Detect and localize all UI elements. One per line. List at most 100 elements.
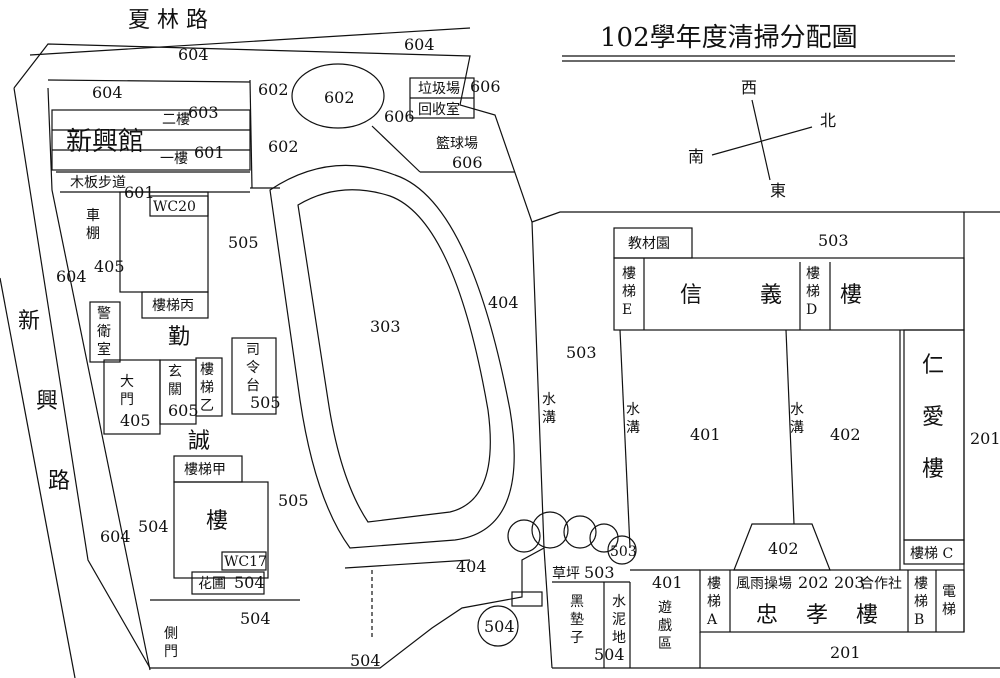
coop-label: 合作社 <box>860 576 902 592</box>
xinyi-2: 義 <box>760 283 782 308</box>
stair-e-2: 梯 <box>622 284 636 300</box>
xinxing-building <box>51 109 251 171</box>
guard-label-2: 衛 <box>97 324 111 340</box>
zone-401-b: 401 <box>652 573 683 592</box>
ditch2-2: 溝 <box>790 420 804 436</box>
inner-west-boundary <box>47 87 151 671</box>
zone-505-a: 505 <box>228 233 259 252</box>
zone-504-a: 504 <box>234 573 265 592</box>
stair-e-1: 樓 <box>622 266 636 282</box>
zhongxiao-3: 樓 <box>856 603 878 628</box>
zone-504-d: 504 <box>350 651 381 670</box>
stair-d-3: D <box>806 302 817 318</box>
elevator-1: 電 <box>942 584 956 600</box>
west-ditch-1: 水 <box>542 392 556 408</box>
zone-404-a: 404 <box>488 293 519 312</box>
zone-504-e: 504 <box>484 617 515 636</box>
zone-602-oval: 602 <box>324 88 355 107</box>
stair-yi-1: 樓 <box>200 362 214 378</box>
running-track-outer <box>269 164 515 549</box>
black-mat-3: 子 <box>570 630 584 646</box>
zone-401-a: 401 <box>690 425 721 444</box>
stair-yi-3: 乙 <box>200 398 214 414</box>
cement-3: 地 <box>612 630 626 646</box>
podium-label-1: 司 <box>246 342 260 358</box>
stair-a-2: 梯 <box>707 594 721 610</box>
zone-405-b: 405 <box>120 411 151 430</box>
zone-604-top: 604 <box>178 45 209 64</box>
circle-503 <box>607 535 637 565</box>
stair-jia-label: 樓梯甲 <box>184 462 226 478</box>
map-title: 102學年度清掃分配圖 <box>600 23 858 53</box>
compass-east: 東 <box>770 181 786 200</box>
west-boundary <box>13 43 545 669</box>
zhongxiao-1: 忠 <box>756 603 778 628</box>
gate-label-2: 門 <box>120 392 134 408</box>
street-left-1: 新 <box>18 309 40 334</box>
stair-d-2: 梯 <box>806 284 820 300</box>
zone-504-c: 504 <box>240 609 271 628</box>
floor1-label: 一樓 <box>160 151 188 167</box>
xinyi-1: 信 <box>680 283 702 308</box>
ditch1-1: 水 <box>626 402 640 418</box>
west-ditch-2: 溝 <box>542 410 556 426</box>
recycle-label: 回收室 <box>418 101 460 118</box>
black-mat-1: 黑 <box>570 594 584 610</box>
guard-label-1: 警 <box>97 306 111 322</box>
bush <box>563 515 597 549</box>
zone-605: 605 <box>168 401 199 420</box>
boardwalk-label: 木板步道 <box>70 175 126 191</box>
zone-503-d: 503 <box>584 563 615 582</box>
garden-label: 花圃 <box>198 576 226 592</box>
compass-north: 北 <box>820 111 836 130</box>
xinxing-label: 新興館 <box>66 127 144 157</box>
compass-south: 南 <box>688 147 704 166</box>
zone-201-a: 201 <box>970 429 1000 448</box>
wc20 <box>149 195 209 217</box>
zone-602-a: 602 <box>258 80 289 99</box>
zone-503-c: 503 <box>610 544 637 560</box>
zone-604-d: 604 <box>100 527 131 546</box>
qin-label: 勤 <box>168 325 190 350</box>
bush <box>589 523 619 553</box>
stair-b-1: 樓 <box>914 576 928 592</box>
podium <box>231 337 277 415</box>
wc17 <box>221 551 267 571</box>
lobby-label-1: 玄 <box>168 363 182 380</box>
cement-1: 水 <box>612 594 626 610</box>
guard-room <box>89 301 121 363</box>
stair-yi-2: 梯 <box>200 380 214 396</box>
zone-604-c: 604 <box>56 267 87 286</box>
zone-604-a: 604 <box>404 35 435 54</box>
shed-label-2: 棚 <box>86 226 100 242</box>
garbage-label: 垃圾場 <box>418 81 460 97</box>
gate-label-1: 大 <box>120 374 134 390</box>
zone-505-c: 505 <box>278 491 309 510</box>
lobby-label-2: 關 <box>168 382 182 398</box>
running-track-inner <box>297 189 491 523</box>
garden <box>191 571 265 595</box>
bush-504 <box>477 605 519 647</box>
play-area-1: 遊 <box>658 600 672 616</box>
side-gate-2: 門 <box>164 644 178 660</box>
lawn-label: 草坪 <box>552 566 580 582</box>
shed-label-1: 車 <box>86 207 100 224</box>
zone-606-c: 606 <box>452 153 483 172</box>
elevator-2: 梯 <box>942 602 956 618</box>
zone-303: 303 <box>370 317 401 336</box>
street-top-edge <box>29 27 471 56</box>
compass: 西 北 南 東 <box>688 78 836 200</box>
stair-yi <box>195 357 223 417</box>
renai-2: 愛 <box>922 405 944 430</box>
fence <box>511 591 543 607</box>
bush <box>507 519 541 553</box>
street-left-3: 路 <box>48 469 70 494</box>
east-boundary <box>531 211 1000 223</box>
pond-602 <box>291 63 385 129</box>
rain-field-label: 風雨操場 <box>736 576 792 592</box>
podium-label-3: 台 <box>246 378 260 394</box>
stair-a-1: 樓 <box>707 576 721 592</box>
materials-label: 教材園 <box>628 236 670 252</box>
play-area-3: 區 <box>658 636 672 652</box>
